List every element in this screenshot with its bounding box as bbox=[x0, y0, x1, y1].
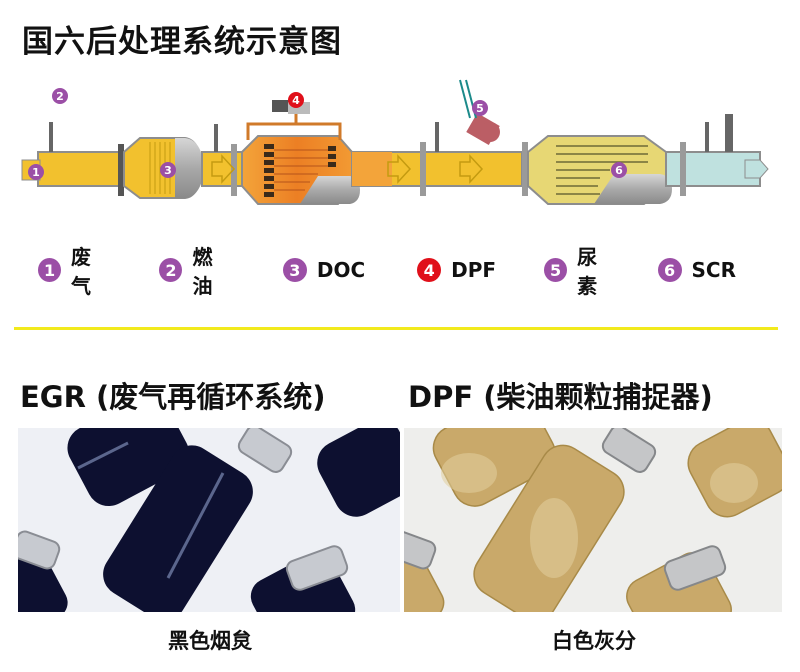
svg-text:2: 2 bbox=[56, 90, 64, 103]
white-ash-photo bbox=[404, 428, 782, 612]
legend-item-exhaust: 1 废气 bbox=[38, 241, 109, 299]
legend-label: 尿素 bbox=[577, 245, 598, 298]
egr-section-title: EGR (废气再循环系统) bbox=[20, 380, 326, 414]
legend-item-doc: 3 DOC bbox=[282, 258, 366, 282]
black-soot-photo bbox=[18, 428, 400, 612]
white-ash-caption: 白色灰分 bbox=[552, 629, 636, 653]
svg-text:1: 1 bbox=[32, 166, 40, 179]
aftertreatment-diagram: 1 2 3 4 5 6 bbox=[21, 79, 769, 205]
legend-item-urea: 5 尿素 bbox=[544, 241, 615, 299]
legend-label: DOC bbox=[316, 258, 366, 282]
legend-item-fuel: 2 燃油 bbox=[159, 241, 230, 299]
number-badge-icon: 6 bbox=[657, 258, 682, 282]
dpf-section-title: DPF (柴油颗粒捕捉器) bbox=[408, 380, 713, 414]
svg-text:6: 6 bbox=[615, 164, 623, 177]
svg-text:4: 4 bbox=[292, 94, 300, 107]
section-divider bbox=[14, 327, 778, 330]
legend-label: 废气 bbox=[71, 245, 92, 298]
svg-text:3: 3 bbox=[164, 164, 172, 177]
legend-item-dpf: 4 DPF bbox=[417, 258, 496, 282]
svg-text:5: 5 bbox=[476, 102, 484, 115]
number-badge-icon: 2 bbox=[159, 258, 183, 282]
legend-label: SCR bbox=[691, 258, 736, 282]
legend-label: 燃油 bbox=[192, 245, 213, 298]
page-title: 国六后处理系统示意图 bbox=[22, 24, 342, 60]
number-badge-icon: 1 bbox=[38, 258, 62, 282]
number-badge-icon: 5 bbox=[544, 258, 568, 282]
number-badge-icon: 4 bbox=[417, 258, 442, 282]
legend-item-scr: 6 SCR bbox=[657, 258, 736, 282]
number-badge-icon: 3 bbox=[282, 258, 307, 282]
black-soot-caption: 黑色烟炱 bbox=[168, 629, 252, 653]
diagram-legend: 1 废气 2 燃油 3 DOC 4 DPF 5 尿素 6 SCR bbox=[38, 245, 778, 298]
legend-label: DPF bbox=[451, 258, 497, 282]
